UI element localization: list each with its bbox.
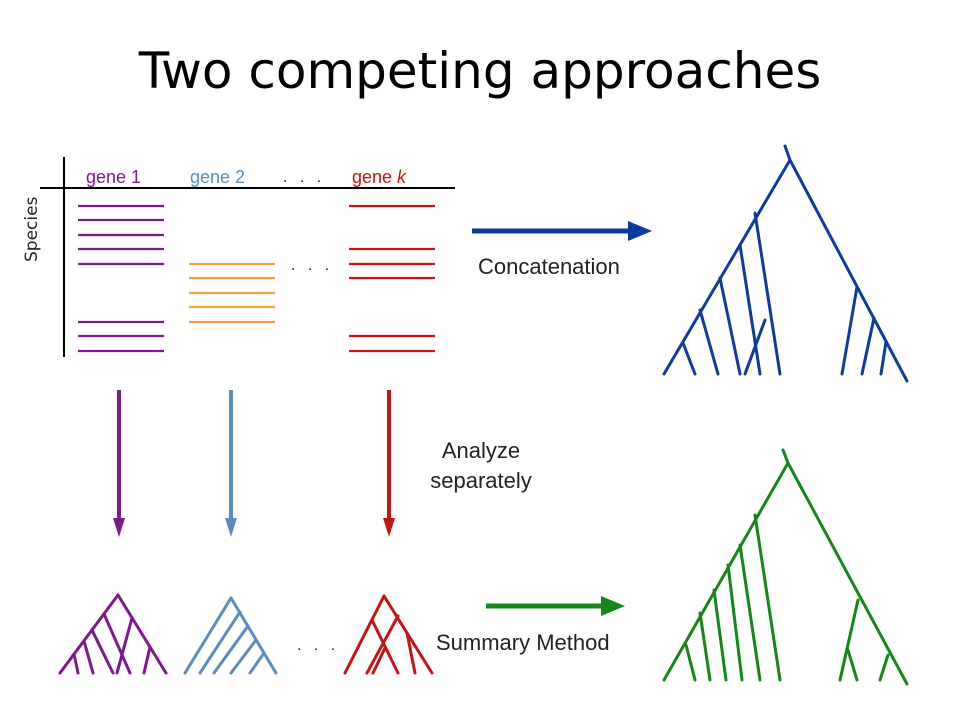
gene2-tree	[183, 596, 278, 675]
genes-ellipsis: . . .	[283, 169, 326, 186]
summary-species-tree	[662, 448, 909, 686]
summary-method-label: Summary Method	[436, 630, 610, 655]
gene2-analyze-arrow	[225, 390, 237, 537]
concatenation-arrow	[472, 221, 652, 241]
genek-rows	[349, 204, 435, 353]
summary-arrow	[486, 596, 625, 616]
genek-tree	[343, 594, 434, 675]
gene2-rows	[189, 262, 275, 324]
gene2-label: gene 2	[190, 167, 246, 187]
analyze-label-line2: separately	[430, 468, 532, 493]
genek-analyze-arrow	[383, 390, 395, 537]
concatenation-label: Concatenation	[478, 254, 620, 279]
gene1-tree	[58, 593, 168, 675]
species-axis-label: Species	[22, 196, 42, 262]
gene-trees-ellipsis: . . .	[297, 637, 340, 654]
genek-label: gene k	[352, 167, 407, 187]
gene1-label: gene 1	[86, 167, 142, 187]
analyze-separately-label: Analyze separately	[410, 436, 552, 496]
rows-ellipsis: . . .	[291, 257, 334, 274]
gene1-analyze-arrow	[113, 390, 125, 537]
concatenation-species-tree	[662, 144, 909, 383]
gene1-rows	[78, 204, 164, 353]
analyze-label-line1: Analyze	[441, 438, 521, 463]
slide-title: Two competing approaches	[138, 42, 822, 100]
